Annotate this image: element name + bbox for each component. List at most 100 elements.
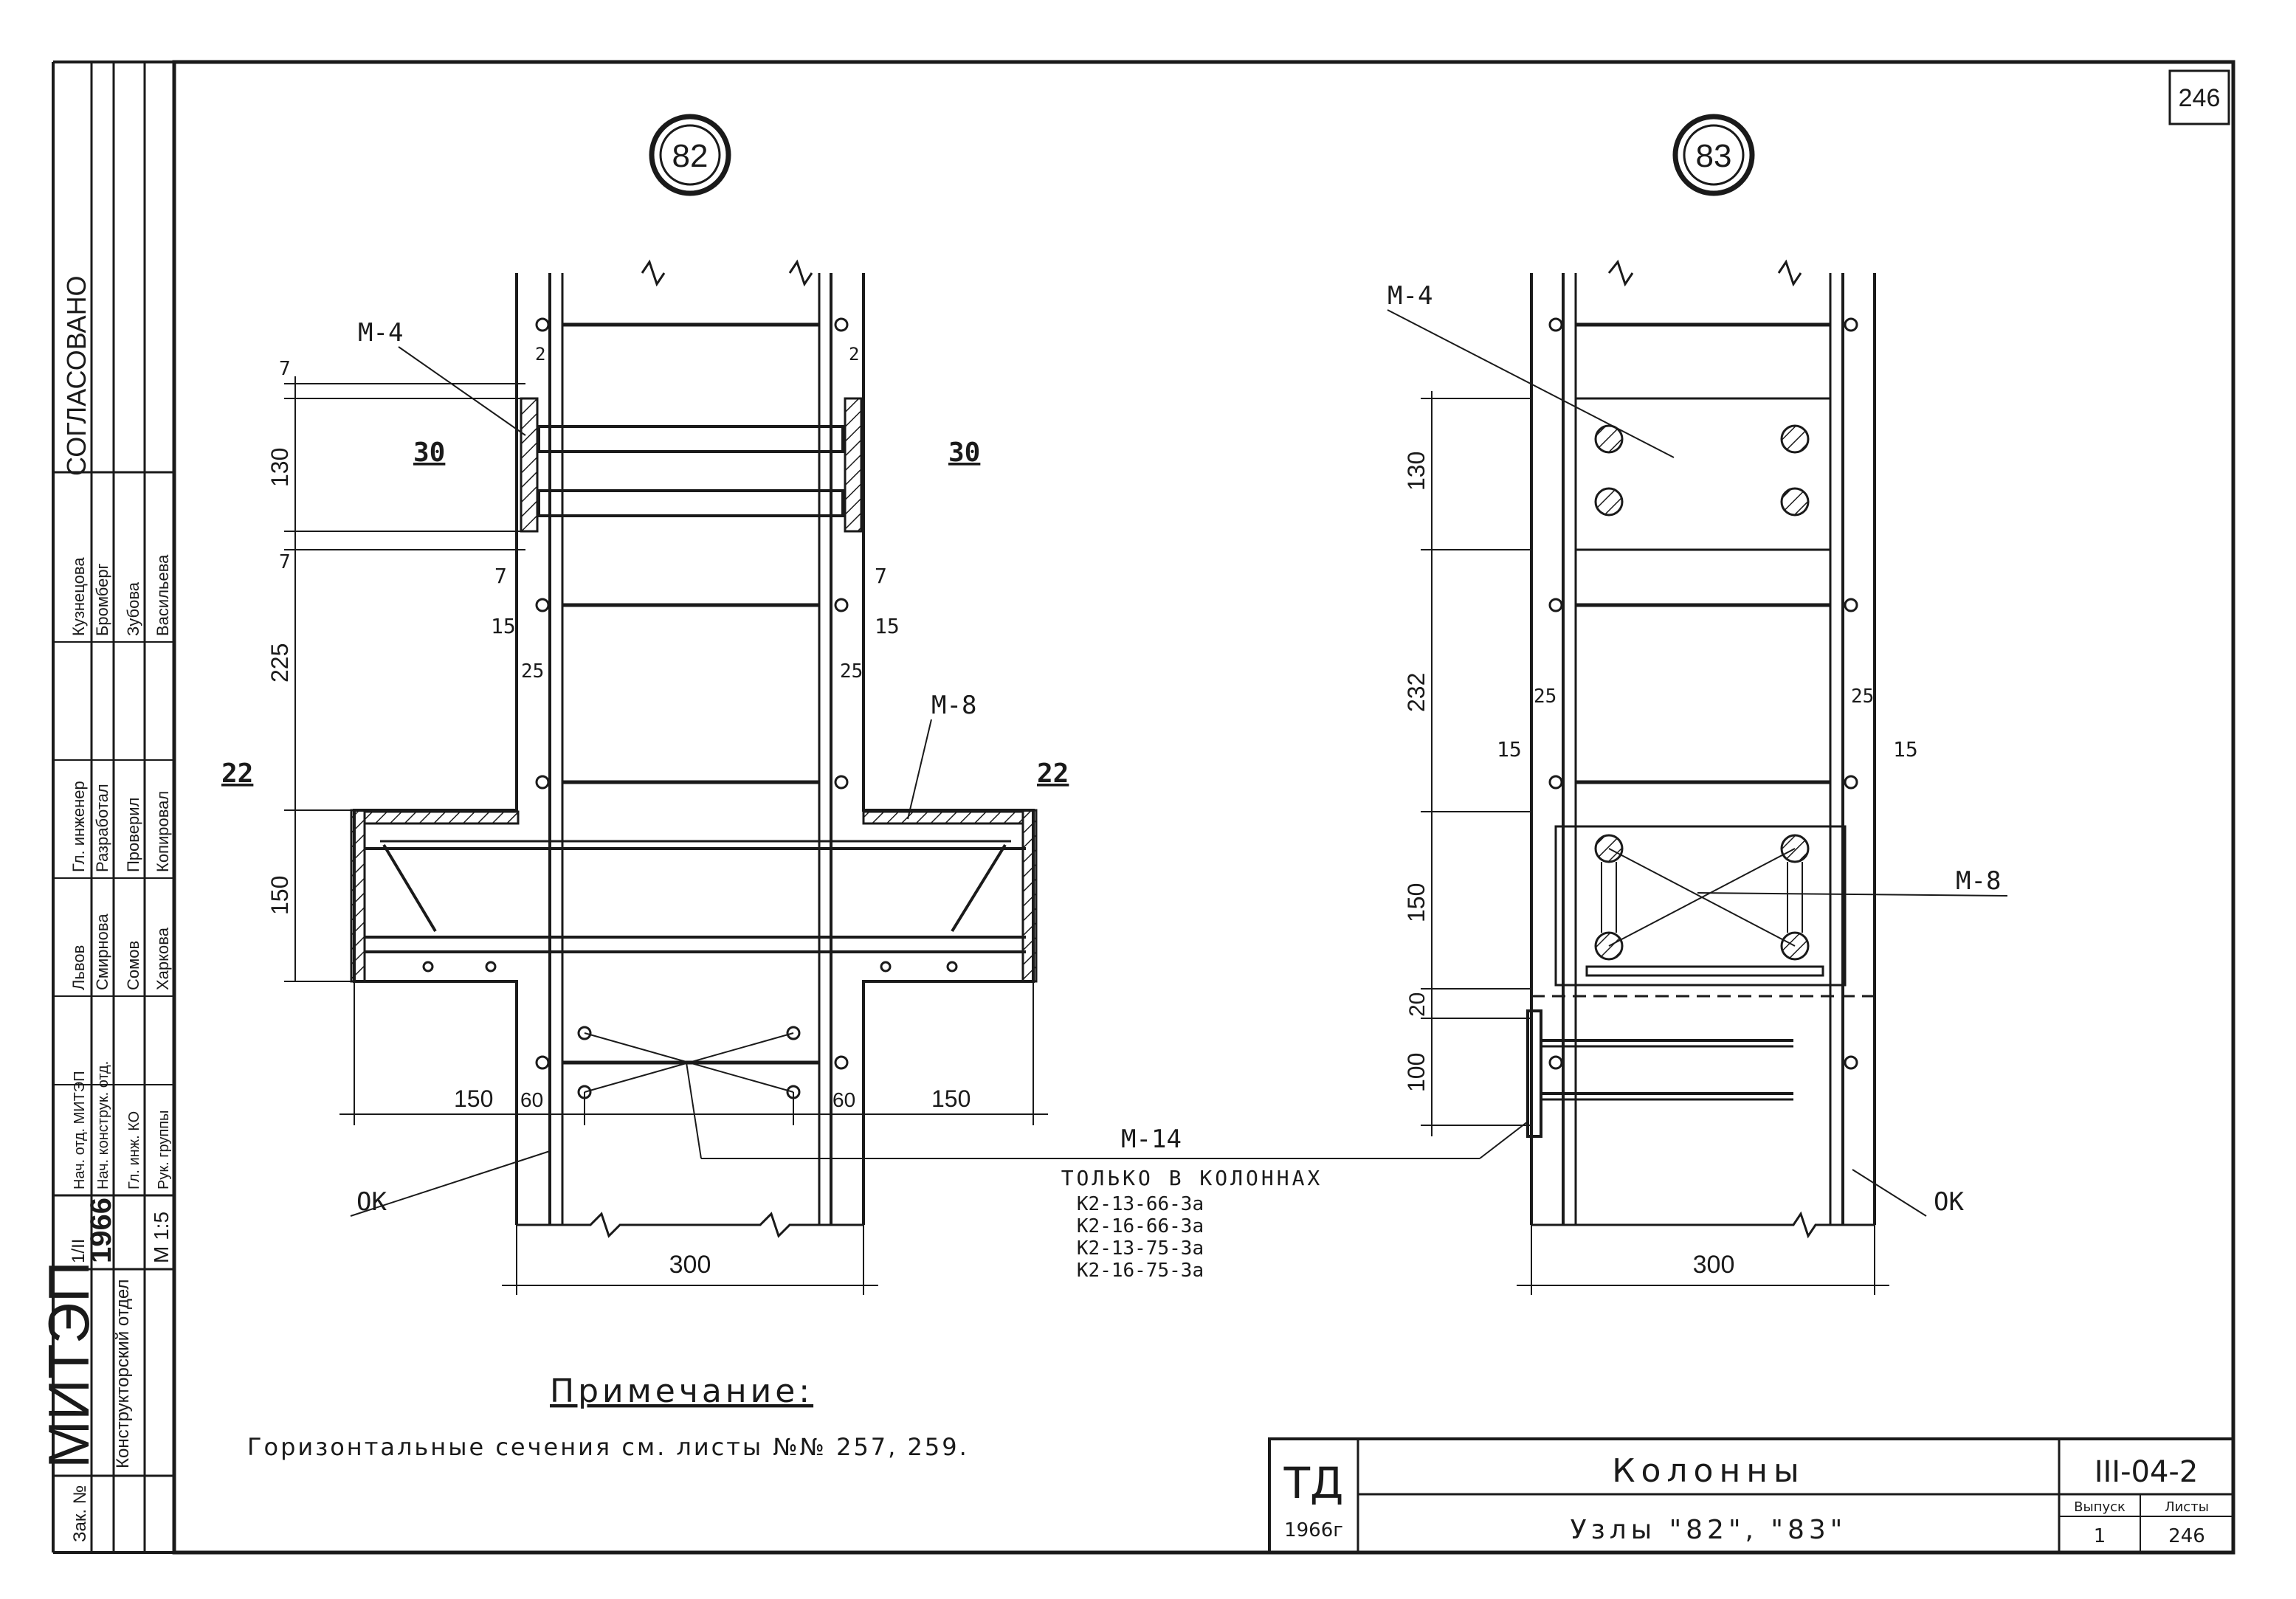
node-83-ok: ОК	[1852, 1169, 1964, 1217]
node-83-dim-20: 20	[1405, 992, 1430, 1017]
node-82-dimensions: 7 130 7 225 150 2 2 7 7 15 15 25 25 30 3…	[221, 344, 1069, 1295]
stamp-order-label: Зак. №	[70, 1485, 90, 1542]
node-82-dim-60r: 60	[832, 1088, 855, 1111]
sheet-number: 246	[2179, 84, 2221, 112]
stamp-row-3: Зубова	[124, 581, 142, 636]
title-year: 1966г	[1284, 1519, 1343, 1541]
node-82: 82	[221, 114, 1480, 1295]
stamp-row-14: Нач. конструк. отд.	[95, 1061, 111, 1189]
node-82-labels: М-4 М-8 ОК	[350, 318, 976, 1217]
m14-title: ТОЛЬКО В КОЛОННАХ	[1061, 1166, 1323, 1190]
stamp-row-1: Кузнецова	[69, 557, 88, 636]
node-82-dim-2l: 2	[535, 344, 545, 365]
title-code: ТД	[1283, 1458, 1344, 1508]
m14-item-2: К2-16-66-3а	[1077, 1215, 1204, 1237]
node-82-m4-label: М-4	[358, 318, 403, 348]
node-83-dim-15l: 15	[1497, 737, 1522, 761]
title-issue-value: 1	[2094, 1525, 2106, 1547]
node-83-m4-label: М-4	[1387, 281, 1433, 311]
node-83: 83	[1387, 114, 2008, 1295]
stamp-row-7: Копировал	[154, 791, 172, 872]
node-83-dim-100: 100	[1403, 1053, 1430, 1092]
node-82-dim-25r: 25	[840, 660, 863, 683]
stamp-department: Конструкторский отдел	[113, 1279, 133, 1468]
stamp-row-5: Разработал	[93, 784, 111, 872]
node-82-dim-25l: 25	[521, 660, 544, 683]
sheet-number-box: 246	[2168, 69, 2230, 125]
m14-item-4: К2-16-75-3а	[1077, 1260, 1204, 1282]
title-main: Колонны	[1612, 1452, 1804, 1490]
node-82-dim-150v: 150	[266, 876, 293, 915]
note-text: Горизонтальные сечения см. листы №№ 257,…	[247, 1433, 969, 1461]
stamp-row-9: Львов	[69, 945, 88, 990]
node-82-dim-300: 300	[669, 1251, 711, 1279]
node-82-m8-label: М-8	[931, 691, 976, 720]
node-83-dim-232: 232	[1403, 673, 1430, 712]
stamp-row-2: Бромберг	[93, 563, 111, 636]
m14-item-1: К2-13-66-3а	[1077, 1193, 1204, 1215]
stamp-row-15: Гл. инж. КО	[126, 1111, 142, 1189]
node-82-dim-7a: 7	[279, 358, 291, 380]
stamp-scale: М 1:5	[150, 1212, 173, 1263]
node-83-m8-label: М-8	[1956, 866, 2001, 896]
stamp-row-4: Васильева	[154, 554, 172, 636]
node-83-m8-plate: М-8	[1554, 825, 2008, 987]
title-series: III-04-2	[2095, 1455, 2199, 1489]
node-82-dim-22l: 22	[221, 759, 253, 789]
title-issue-label: Выпуск	[2074, 1499, 2126, 1515]
stamp-org-name: МИТЭП	[36, 1261, 101, 1468]
node-82-dim-7l: 7	[494, 564, 507, 588]
m14-label: М-14	[1121, 1125, 1182, 1154]
node-83-marker: 83	[1672, 114, 1755, 196]
node-82-dim-22r: 22	[1037, 759, 1069, 789]
node-82-m4-plates	[520, 397, 863, 533]
node-82-label: 82	[672, 138, 709, 174]
node-82-dim-7r: 7	[875, 564, 887, 588]
node-83-dim-25r: 25	[1851, 685, 1874, 708]
title-sheet-value: 246	[2168, 1525, 2205, 1547]
m14-item-3: К2-13-75-3а	[1077, 1237, 1204, 1260]
stamp-row-13: Нач. отд. МИТЭП	[72, 1071, 88, 1189]
stamp-row-16: Рук. группы	[156, 1111, 172, 1189]
node-83-dim-130: 130	[1403, 452, 1430, 491]
m14-note: М-14 ТОЛЬКО В КОЛОННАХ К2-13-66-3а К2-16…	[1061, 1125, 1323, 1282]
node-82-dim-150r: 150	[931, 1085, 971, 1112]
node-83-ok-label: ОК	[1934, 1187, 1964, 1217]
stamp-sheet-fraction: 1/II	[69, 1239, 89, 1263]
node-82-dim-60l: 60	[520, 1088, 543, 1111]
node-82-corbel	[350, 809, 1038, 983]
stamp-row-12: Харкова	[154, 927, 172, 990]
node-82-dim-7b: 7	[279, 551, 291, 573]
node-83-dimensions: 130 232 150 20 100 25 25 15 15 300	[1403, 391, 1918, 1295]
stamp-row-10: Смирнова	[93, 914, 111, 990]
title-sheet-label: Листы	[2165, 1499, 2209, 1515]
note-heading: Примечание:	[550, 1372, 813, 1410]
stamp-row-6: Проверил	[124, 798, 142, 872]
node-82-dim-130: 130	[266, 448, 293, 487]
node-83-dim-15r: 15	[1893, 737, 1918, 761]
stamp-row-8: Гл. инженер	[69, 781, 88, 872]
node-82-dim-30r: 30	[948, 438, 980, 468]
node-82-m14	[577, 1026, 1480, 1159]
node-83-dim-25l: 25	[1534, 685, 1556, 708]
general-note: Примечание: Горизонтальные сечения см. л…	[247, 1372, 969, 1461]
node-82-dim-15l: 15	[491, 614, 516, 638]
stamp-row-11: Сомов	[124, 941, 142, 990]
stamp-agreed-label: СОГЛАСОВАНО	[61, 275, 92, 476]
stamp-year: 1966	[85, 1198, 117, 1263]
left-stamp: СОГЛАСОВАНО Кузнецова Бромберг Зубова Ва…	[36, 62, 174, 1553]
node-82-column	[353, 259, 1035, 1238]
title-block: ТД 1966г Колонны Узлы "82", "83" III-04-…	[1268, 1437, 2235, 1554]
node-83-dim-300: 300	[1693, 1251, 1735, 1279]
node-83-column	[1530, 259, 1876, 1239]
node-83-m14	[1479, 995, 1875, 1159]
node-83-m4-plate: М-4	[1387, 281, 1832, 551]
node-83-label: 83	[1696, 138, 1732, 174]
node-83-dim-150: 150	[1403, 883, 1430, 922]
title-subtitle: Узлы "82", "83"	[1571, 1515, 1847, 1545]
node-82-dim-150l: 150	[454, 1085, 493, 1112]
node-82-dim-2r: 2	[849, 344, 859, 365]
node-82-marker: 82	[649, 114, 731, 196]
node-82-dim-15r: 15	[875, 614, 900, 638]
